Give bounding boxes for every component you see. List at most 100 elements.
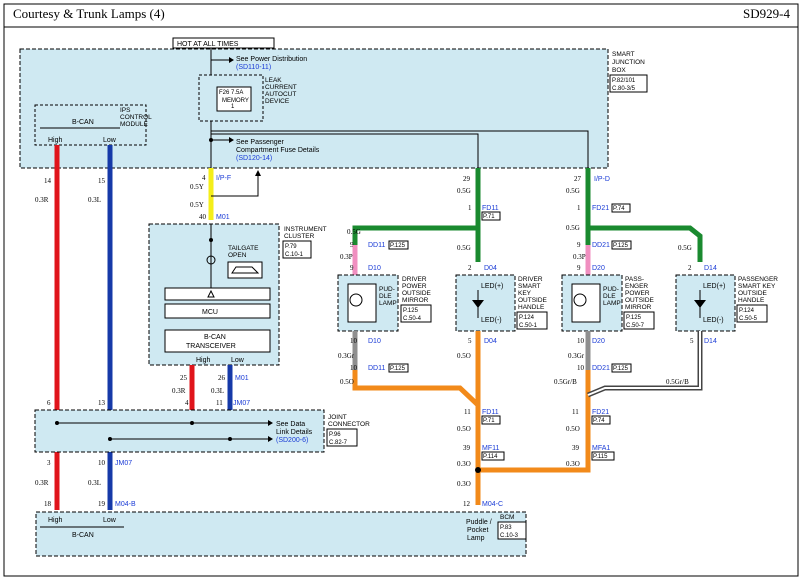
pin-27: 27: [574, 175, 582, 183]
dp-label-1: DRIVER: [402, 276, 427, 283]
pin-5-p: 5: [690, 337, 694, 345]
conn-dd21: DD21: [592, 242, 610, 249]
pin-11-jc: 11: [216, 399, 223, 407]
jc-see-1: See Data: [276, 421, 305, 428]
jc-coord: C.82-7: [329, 440, 348, 446]
conn-fd11-b: FD11: [482, 409, 499, 416]
pp-page: P.125: [626, 315, 642, 321]
pk-page: P.124: [739, 308, 755, 314]
splice-dot: [209, 138, 213, 142]
pp-label-3: POWER: [625, 290, 650, 297]
conn-m01-a: M01: [216, 214, 230, 221]
sjb-page: P.82/101: [612, 78, 636, 84]
pp-label-2: ENGER: [625, 283, 648, 290]
pk-coord: C.50-5: [739, 316, 758, 322]
ic-dot: [209, 238, 213, 242]
fd11b-page: P.71: [483, 418, 495, 424]
conn-m04-b: M04-B: [115, 501, 136, 508]
wire-0.5g-c: 0.5G: [347, 228, 361, 236]
conn-ip-f: I/P-F: [216, 175, 231, 182]
pp-lamp-3: LAMP: [603, 300, 621, 307]
conn-d04-b: D04: [484, 338, 497, 345]
tailgate-car-icon: [227, 261, 263, 279]
wire-0.3gr-a: 0.3Gr: [338, 352, 355, 360]
ips-label-2: CONTROL: [120, 114, 152, 121]
conn-dd11: DD11: [368, 242, 385, 249]
ips-low-label: Low: [103, 137, 117, 144]
dk-label-3: KEY: [518, 290, 532, 297]
pass-grb-stripe: [587, 331, 701, 396]
wire-0.5g-f: 0.5G: [678, 244, 692, 252]
driver-lamp-bulb-box: [347, 283, 377, 323]
power-dist-arrow: [229, 57, 234, 63]
mcu-label: MCU: [202, 309, 218, 316]
bcm-coord: C.10-3: [500, 533, 519, 539]
ic-low-label: Low: [231, 357, 245, 364]
jc-dot-4: [228, 437, 232, 441]
internal-bus-2: [211, 133, 479, 168]
pp-lamp-2: DLE: [603, 293, 616, 300]
sjb-label-2: JUNCTION: [612, 59, 645, 66]
wire-0.3gr-b: 0.3Gr: [568, 352, 585, 360]
pin-11-p: 11: [572, 408, 579, 416]
dd11-ref-box: [388, 240, 409, 250]
fd11-page: P.71: [483, 214, 495, 220]
dd11b-ref-box: [388, 363, 409, 373]
jc-ref-link[interactable]: (SD200-6): [276, 437, 308, 444]
wire-0.5g-a: 0.5G: [457, 187, 471, 195]
dp-label-2: POWER: [402, 283, 427, 290]
pin-1-p: 1: [577, 204, 581, 212]
leak-label-3: AUTOCUT: [265, 91, 296, 98]
fd21-ref-box: [611, 203, 631, 213]
passenger-arrow: [229, 137, 234, 143]
hot-at-all-times-box: [172, 37, 275, 49]
wire-0.5g-b: 0.5G: [566, 187, 580, 195]
wire-0.3l-c: 0.3L: [88, 479, 101, 487]
pin-15: 15: [98, 177, 106, 185]
conn-d20-b: D20: [592, 338, 605, 345]
pin-25: 25: [180, 374, 188, 382]
wire-0.3o-c: 0.3O: [457, 480, 471, 488]
bcm-low-label: Low: [103, 517, 117, 524]
pin-12: 12: [463, 500, 471, 508]
conn-mf11: MF11: [482, 445, 499, 452]
pin-39-p: 39: [572, 444, 580, 452]
pin-6: 6: [47, 399, 51, 407]
power-ref-link[interactable]: (SD110-11): [236, 64, 271, 71]
bcan-transceiver: [164, 329, 271, 353]
pin-10-d2: 10: [350, 364, 358, 372]
pin-39-d: 39: [463, 444, 471, 452]
dd21-page: P.125: [613, 243, 629, 249]
pin-4-jc: 4: [185, 399, 189, 407]
tailgate-label-2: OPEN: [228, 252, 247, 259]
passenger-ref-link[interactable]: (SD120-14): [236, 155, 272, 162]
conn-jm07-b: JM07: [115, 460, 132, 467]
pin-40: 40: [199, 213, 207, 221]
wire-0.3p-b: 0.3P: [573, 253, 586, 261]
wire-0.5o-b: 0.5O: [340, 378, 354, 386]
wire-0.3r-a: 0.3R: [35, 196, 49, 204]
conn-d10-a: D10: [368, 265, 381, 272]
conn-fd21-a: FD21: [592, 205, 609, 212]
tailgate-indicator-icon: [206, 255, 216, 265]
jc-arrow-2: [268, 436, 273, 442]
conn-m01-b: M01: [235, 375, 249, 382]
dk-label-2: SMART: [518, 283, 541, 290]
wire-0.3o-b: 0.3O: [566, 460, 580, 468]
mcu-box: [164, 303, 271, 319]
pin-9-p: 9: [577, 241, 581, 249]
page-title: Courtesy & Trunk Lamps (4): [13, 6, 165, 21]
dp-lamp-2: DLE: [379, 293, 392, 300]
wire-0.3o-a: 0.3O: [457, 460, 471, 468]
fd11-ref-box: [481, 211, 501, 221]
pin-1-d: 1: [468, 204, 472, 212]
pass-lamp-bulb-box: [571, 283, 601, 323]
bcm-label: BCM: [500, 514, 514, 521]
wire-0.5y-b: 0.5Y: [190, 201, 204, 209]
conn-fd11-a: FD11: [482, 205, 499, 212]
pp-coord: C.50-7: [626, 323, 645, 329]
warning-triangle-box: [164, 287, 271, 301]
pk-label-4: HANDLE: [738, 297, 765, 304]
bcm-bcan-label: B-CAN: [72, 532, 94, 539]
pp-label-4: OUTSIDE: [625, 297, 655, 304]
